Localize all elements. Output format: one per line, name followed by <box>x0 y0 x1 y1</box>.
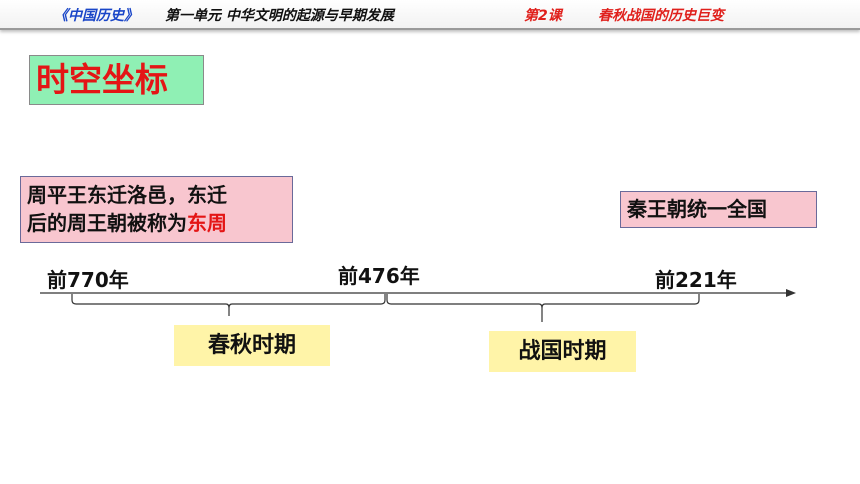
note-line-2-text: 后的周王朝被称为 <box>27 211 187 235</box>
note-line-2: 后的周王朝被称为东周 <box>27 209 292 237</box>
section-title: 时空坐标 <box>29 55 204 105</box>
warring-states-brace <box>386 294 700 322</box>
header-book-title: 《中国历史》 <box>54 8 138 24</box>
timeline-tick-770bc: 前770年 <box>47 268 129 292</box>
eastern-zhou-note: 周平王东迁洛邑，东迁 后的周王朝被称为东周 <box>20 176 293 243</box>
qin-unification-note: 秦王朝统一全国 <box>620 191 817 228</box>
period-warring-states: 战国时期 <box>489 331 636 372</box>
header-lesson-number: 第2课 <box>524 8 562 24</box>
header-bar: 《中国历史》 第一单元 中华文明的起源与早期发展 第2课 春秋战国的历史巨变 <box>0 0 860 30</box>
timeline-tick-476bc: 前476年 <box>338 264 420 288</box>
header-unit-title: 第一单元 中华文明的起源与早期发展 <box>165 8 394 24</box>
spring-autumn-brace <box>71 294 386 316</box>
note-line-1: 周平王东迁洛邑，东迁 <box>27 183 227 207</box>
timeline-tick-221bc: 前221年 <box>655 268 737 292</box>
header-lesson-title: 春秋战国的历史巨变 <box>598 8 724 24</box>
timeline-arrowhead <box>786 289 796 297</box>
period-spring-autumn: 春秋时期 <box>174 325 330 366</box>
note-highlight: 东周 <box>187 211 227 235</box>
